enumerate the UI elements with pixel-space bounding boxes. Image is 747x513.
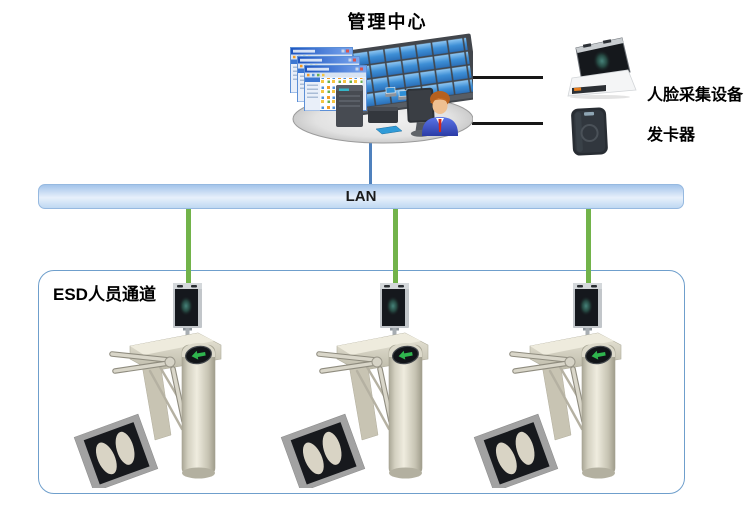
lan-to-turnstile-2-line bbox=[393, 208, 398, 284]
management-center-title: 管理中心 bbox=[347, 12, 428, 32]
turnstile-unit-3-icon bbox=[470, 283, 660, 488]
lan-label: LAN bbox=[345, 188, 377, 205]
center-to-card-issuer-line bbox=[472, 122, 543, 125]
card-issuer-label: 发卡器 bbox=[647, 127, 696, 144]
face-capture-device-icon bbox=[567, 37, 637, 100]
face-capture-device-label: 人脸采集设备 bbox=[647, 87, 744, 104]
center-to-face-device-line bbox=[472, 76, 543, 79]
card-issuer-icon bbox=[569, 106, 610, 157]
turnstile-unit-2-icon bbox=[277, 283, 467, 488]
management-center-illustration-icon bbox=[288, 33, 473, 145]
esd-zone-label: ESD人员通道 bbox=[53, 285, 156, 304]
center-to-lan-connector-line bbox=[369, 142, 372, 185]
lan-bus-bar: LAN bbox=[38, 184, 684, 209]
turnstile-unit-1-icon bbox=[70, 283, 260, 488]
lan-to-turnstile-3-line bbox=[586, 208, 591, 284]
lan-to-turnstile-1-line bbox=[186, 208, 191, 284]
